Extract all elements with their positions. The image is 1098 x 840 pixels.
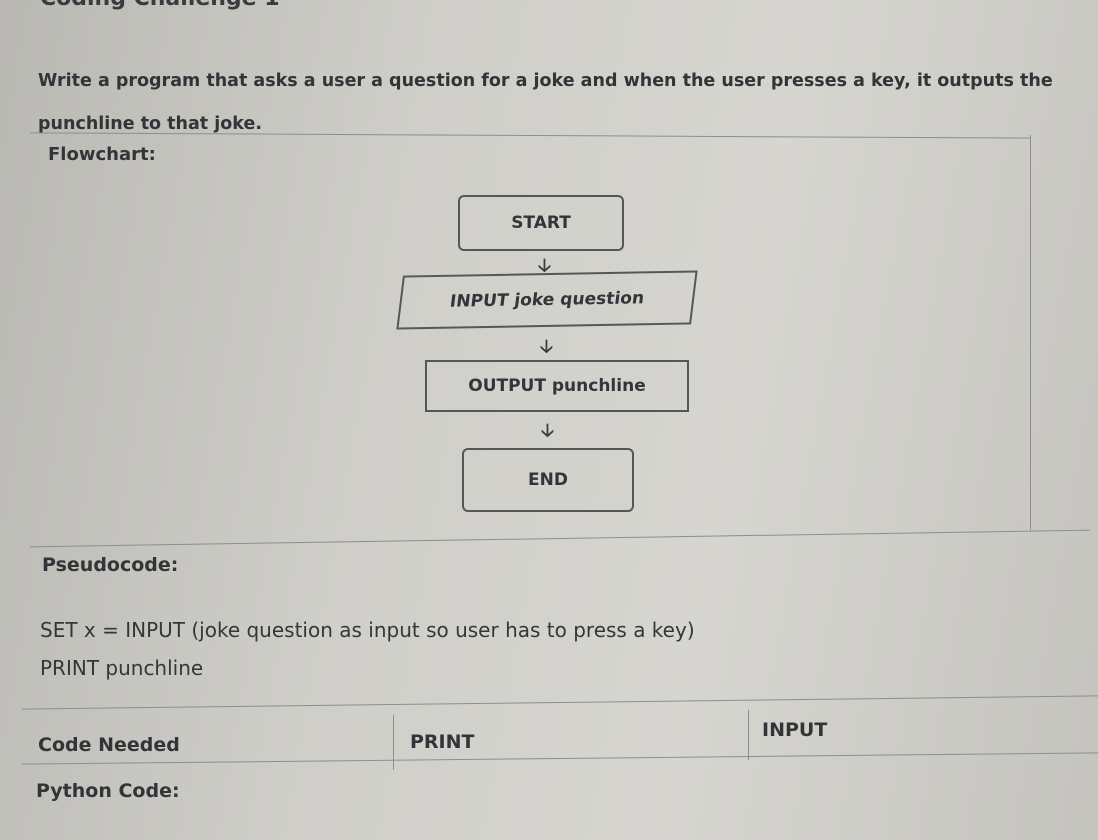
divider	[22, 695, 1098, 710]
flow-input: INPUT joke question	[396, 270, 698, 330]
divider	[30, 529, 1090, 548]
arrow-down-icon: 🡣	[538, 255, 551, 276]
flowchart-label: Flowchart:	[48, 144, 156, 165]
page-title: Coding Challenge 1	[40, 0, 280, 11]
python-code-label: Python Code:	[36, 780, 180, 802]
divider	[393, 715, 394, 770]
pseudocode-line: SET x = INPUT (joke question as input so…	[40, 618, 695, 642]
code-needed-label: Code Needed	[38, 734, 180, 756]
divider	[748, 710, 749, 760]
pseudocode-label: Pseudocode:	[42, 554, 179, 576]
code-needed-item: INPUT	[762, 719, 828, 741]
intro-text: Write a program that asks a user a quest…	[38, 71, 1053, 134]
code-needed-item: PRINT	[410, 731, 475, 753]
arrow-down-icon: 🡣	[541, 420, 554, 441]
flow-start: START	[458, 195, 624, 251]
arrow-down-icon: 🡣	[540, 336, 553, 357]
flow-end: END	[462, 448, 634, 512]
pseudocode-line: PRINT punchline	[40, 656, 204, 680]
divider	[22, 752, 1098, 765]
flow-output: OUTPUT punchline	[425, 360, 689, 412]
divider	[1030, 135, 1031, 530]
